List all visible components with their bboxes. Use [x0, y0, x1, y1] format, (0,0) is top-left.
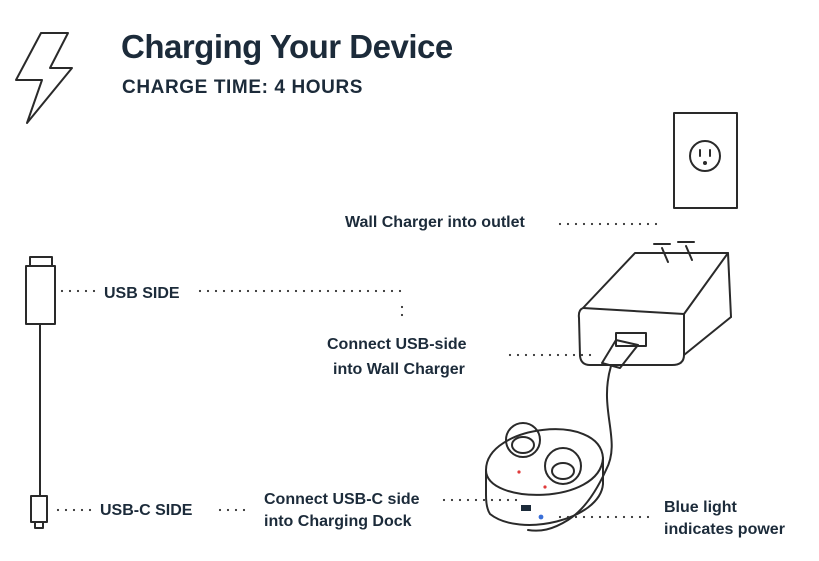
connect-usbc-label-line1: Connect USB-C side — [264, 491, 420, 508]
blue-light-label-line2: indicates power — [664, 521, 785, 538]
wall-charger-icon — [577, 241, 732, 369]
charger-cable — [527, 365, 613, 532]
lightning-bolt-icon — [15, 32, 73, 124]
blue-light-label-line1: Blue light — [664, 499, 737, 516]
connect-usb-label-line1: Connect USB-side — [327, 336, 467, 353]
wall-outlet-icon — [673, 112, 738, 209]
usbc-side-label: USB-C SIDE — [100, 502, 193, 519]
usb-cable-icon — [25, 256, 56, 529]
usb-side-label: USB SIDE — [104, 285, 180, 302]
page-title: Charging Your Device — [121, 28, 453, 65]
connect-usbc-label-line2: into Charging Dock — [264, 513, 412, 530]
connect-usb-label-line2: into Wall Charger — [333, 361, 465, 378]
wall-charger-label: Wall Charger into outlet — [345, 214, 525, 231]
charging-dock-icon — [485, 422, 604, 526]
power-indicator-light — [538, 514, 544, 520]
leader-lines — [56, 222, 666, 519]
charge-time-subtitle: CHARGE TIME: 4 HOURS — [122, 77, 364, 98]
